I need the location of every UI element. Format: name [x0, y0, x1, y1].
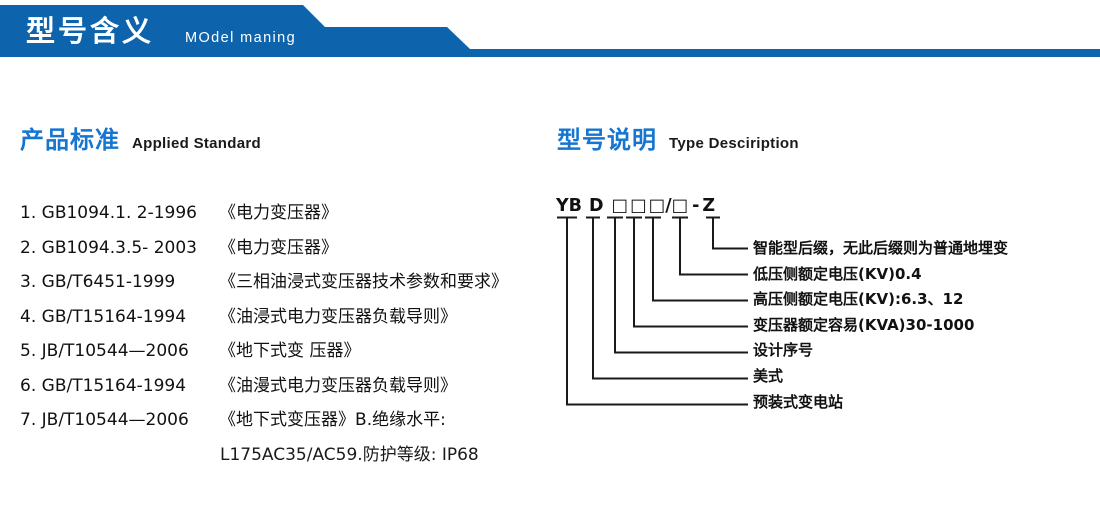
item-number: 3.: [20, 272, 37, 292]
type-label-list: 智能型后缀，无此后缀则为普通地埋变 低压侧额定电压(KV)0.4 高压侧额定电压…: [753, 236, 1008, 415]
list-item: 1. GB1094.1. 2-1996 《电力变压器》: [20, 196, 550, 231]
section-heading-applied-standard: 产品标准 Applied Standard: [20, 120, 261, 155]
list-item-continuation: L175AC35/AC59.防护等级: IP68: [220, 444, 479, 465]
type-label-lv-voltage: 低压侧额定电压(KV)0.4: [753, 264, 922, 283]
banner-title-cn: 型号含义: [26, 14, 155, 48]
type-label-capacity: 变压器额定容易(KVA)30-1000: [753, 315, 975, 334]
item-title: 《三相油浸式变压器技术参数和要求》: [219, 272, 509, 292]
leader-line-6: [592, 217, 748, 380]
type-label-prefab-substation: 预装式变电站: [753, 392, 844, 411]
item-number: 1.: [20, 203, 37, 223]
leader-line-1: [712, 217, 748, 250]
item-number: 5.: [20, 341, 37, 361]
type-code-seg-7: -: [692, 196, 700, 216]
type-code-seg-3: □: [630, 196, 647, 216]
item-code: JB/T10544—2006: [41, 410, 189, 430]
standards-list: 1. GB1094.1. 2-1996 《电力变压器》 2. GB1094.3.…: [20, 196, 550, 472]
leader-line-4: [633, 217, 748, 328]
banner-shape: [0, 5, 1100, 57]
type-code-seg-4: □: [648, 196, 666, 216]
item-code: JB/T10544—2006: [41, 341, 189, 361]
item-number: 2.: [20, 237, 37, 258]
leader-line-7: [566, 217, 748, 406]
list-item: 5. JB/T10544—2006 《地下式变 压器》: [20, 334, 550, 369]
list-item: 3. GB/T6451-1999 《三相油浸式变压器技术参数和要求》: [20, 265, 550, 300]
item-number: 6.: [20, 375, 37, 396]
section-heading-cn: 产品标准: [20, 126, 120, 154]
section-heading-en: Type Desciription: [669, 135, 799, 152]
banner-title-en: MOdel maning: [185, 30, 297, 46]
type-code-seg-0: YB: [556, 196, 583, 216]
item-title: 《油漫式电力变压器负载导则》: [219, 375, 458, 396]
type-label-hv-voltage: 高压侧额定电压(KV):6.3、12: [753, 290, 964, 309]
item-number: 7.: [20, 410, 37, 430]
list-item: 2. GB1094.3.5- 2003 《电力变压器》: [20, 231, 550, 266]
type-code-seg-8: Z: [702, 196, 716, 216]
item-title: 《电力变压器》: [219, 203, 339, 223]
type-label-suffix: 智能型后缀，无此后缀则为普通地埋变: [753, 239, 1009, 257]
list-item: 4. GB/T15164-1994 《油浸式电力变压器负载导则》: [20, 300, 550, 335]
list-item: 7. JB/T10544—2006 《地下式变压器》B.绝缘水平:: [20, 403, 550, 438]
item-title: 《地下式变 压器》: [219, 341, 361, 361]
type-code-seg-6: □: [671, 196, 689, 216]
item-title: 《地下式变压器》B.绝缘水平:: [219, 410, 446, 430]
item-code: GB/T15164-1994: [41, 375, 187, 396]
type-code-seg-5: /: [665, 196, 672, 216]
section-heading-en: Applied Standard: [132, 135, 261, 152]
item-number: 4.: [20, 306, 37, 327]
leader-line-3: [652, 217, 748, 302]
section-heading-type-description: 型号说明 Type Desciription: [557, 120, 799, 155]
list-item: 6. GB/T15164-1994 《油漫式电力变压器负载导则》: [20, 369, 550, 404]
item-code: GB/T6451-1999: [41, 272, 176, 292]
header-banner: 型号含义 MOdel maning: [0, 5, 1100, 57]
item-title: 《油浸式电力变压器负载导则》: [219, 306, 458, 327]
item-code: GB1094.1. 2-1996: [41, 203, 197, 223]
type-label-american-style: 美式: [753, 366, 784, 385]
type-label-design-serial: 设计序号: [753, 341, 814, 360]
item-code: GB/T15164-1994: [41, 306, 187, 327]
leader-line-2: [679, 217, 748, 276]
leader-line-5: [614, 217, 748, 354]
type-code-seg-2: □: [611, 196, 629, 216]
item-title: 《电力变压器》: [219, 237, 339, 258]
type-code-seg-1: D: [589, 196, 604, 216]
item-code: GB1094.3.5- 2003: [41, 237, 197, 258]
section-heading-cn: 型号说明: [557, 126, 657, 154]
